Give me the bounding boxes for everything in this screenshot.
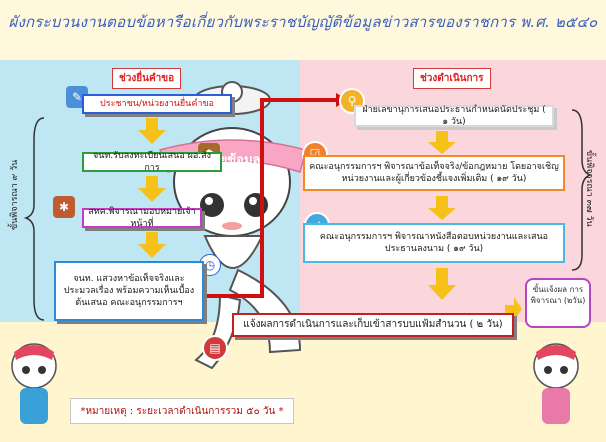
archive-icon: ▤ (202, 335, 228, 361)
connector-arrow (206, 98, 336, 298)
step-fact-finding: จนท. แสวงหาข้อเท็จจริงและประมวลเรื่อง พร… (54, 261, 204, 321)
gear-icon: ✱ (53, 196, 75, 218)
mascot-mini-right (533, 343, 579, 424)
step-label: จนท. แสวงหาข้อเท็จจริงและประมวลเรื่อง พร… (63, 273, 195, 309)
total-duration-note: *หมายเหตุ : ระยะเวลาดำเนินการรวม ๕๐ วัน … (70, 398, 294, 424)
step-schedule-meeting: ฝ่ายเลขานุการเสนอประธานกำหนดนัดประชุม ( … (354, 105, 554, 127)
mascot-mini-left (11, 343, 57, 424)
step-label: คณะอนุกรรมการฯ พิจารณาข้อเท็จจริง/ข้อกฎห… (309, 161, 559, 184)
phase-label-request: ช่วงยื่นคำขอ (112, 68, 182, 89)
right-brace (571, 109, 593, 271)
step-label: สทค.พิจารณามอบหมายเจ้าหน้าที่ (88, 206, 196, 229)
left-brace (23, 117, 45, 321)
left-duration-label: ขั้นพิจารณา ๙ วัน (10, 159, 20, 230)
right-duration-label: ขั้นพิจารณา ๓๗ วัน (584, 150, 594, 227)
step-assign-officer: สทค.พิจารณามอบหมายเจ้าหน้าที่ (82, 206, 202, 229)
step-label: คณะอนุกรรมการฯ พิจารณาหนังสือตอบหน่วยงาน… (319, 231, 549, 254)
step-registration: จนท.รับลงทะเบียนเสนอ ผอ.สั่งการ (82, 150, 222, 173)
step-committee-review: คณะอนุกรรมการฯ พิจารณาข้อเท็จจริง/ข้อกฎห… (303, 155, 565, 191)
step-notify-and-archive: แจ้งผลการดำเนินการและเก็บเข้าสารบบแฟ้มสำ… (232, 313, 514, 337)
step-label: ประชาชน/หน่วยงานยื่นคำขอ (100, 98, 214, 109)
step-request-submit: ประชาชน/หน่วยงานยื่นคำขอ (82, 94, 232, 114)
phase-label-processing: ช่วงดำเนินการ (413, 68, 491, 89)
page-title: ผังกระบวนงานตอบข้อหารือเกี่ยวกับพระราชบั… (8, 13, 598, 31)
step-committee-reply: คณะอนุกรรมการฯ พิจารณาหนังสือตอบหน่วยงาน… (303, 223, 565, 263)
step-label: ฝ่ายเลขานุการเสนอประธานกำหนดนัดประชุม ( … (362, 104, 546, 127)
right-flow-arrows (428, 131, 522, 321)
step-label: จนท.รับลงทะเบียนเสนอ ผอ.สั่งการ (92, 150, 212, 173)
step-label: แจ้งผลการดำเนินการและเก็บเข้าสารบบแฟ้มสำ… (243, 319, 503, 331)
left-flow-arrows (138, 118, 166, 258)
notify-stage-box: ขั้นแจ้งผล การพิจารณา (๒วัน) (525, 278, 591, 328)
